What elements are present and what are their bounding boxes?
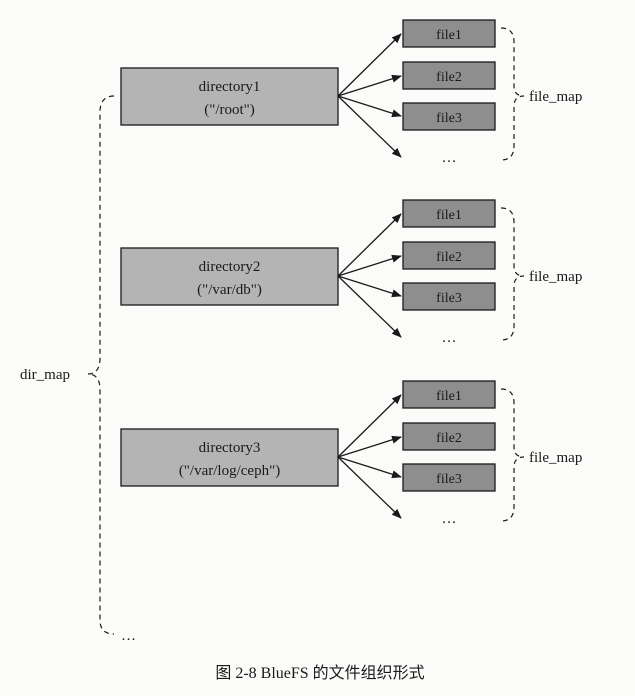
file-box-3-1 (402, 380, 496, 409)
dir-map-brace (87, 95, 115, 635)
file-map-label-3: file_map (529, 450, 582, 466)
file-ellipsis-2: … (442, 330, 457, 346)
file-ellipsis-3: … (442, 511, 457, 527)
arrow-3-2 (337, 435, 402, 458)
file-box-2-1 (402, 199, 496, 228)
file-map-brace-3 (500, 388, 525, 522)
file-label-2-1: file1 (436, 208, 462, 223)
arrow-1-3 (337, 95, 402, 118)
file-box-3-2 (402, 422, 496, 451)
directory-path-2: ("/var/db") (197, 282, 262, 298)
directory-box-1 (120, 67, 339, 126)
file-label-2-2: file2 (436, 250, 462, 265)
arrow-3-3 (337, 456, 402, 479)
directory-path-3: ("/var/log/ceph") (179, 463, 280, 479)
directory-name-2: directory2 (199, 259, 261, 275)
file-label-1-1: file1 (436, 28, 462, 43)
file-label-2-3: file3 (436, 291, 462, 306)
arrow-1-1 (337, 33, 402, 97)
figure-caption: 图 2-8 BlueFS 的文件组织形式 (215, 664, 424, 682)
file-map-label-2: file_map (529, 269, 582, 285)
directory-name-1: directory1 (199, 79, 261, 95)
arrow-3-4 (337, 456, 402, 519)
file-map-label-1: file_map (529, 89, 582, 105)
file-label-1-3: file3 (436, 111, 462, 126)
file-map-brace-1 (500, 27, 525, 161)
file-label-3-1: file1 (436, 389, 462, 404)
directory-path-1: ("/root") (204, 102, 255, 118)
arrow-2-1 (337, 213, 402, 277)
directory-group-1: directory1 ("/root") file1 file2 file3 …… (120, 19, 582, 166)
arrow-1-4 (337, 95, 402, 158)
arrow-2-4 (337, 275, 402, 338)
dir-map-label: dir_map (20, 367, 70, 383)
file-box-1-3 (402, 102, 496, 131)
file-ellipsis-1: … (442, 150, 457, 166)
arrow-2-3 (337, 275, 402, 298)
file-box-2-3 (402, 282, 496, 311)
directory-box-3 (120, 428, 339, 487)
directory-name-3: directory3 (199, 440, 261, 456)
file-label-1-2: file2 (436, 70, 462, 85)
file-box-1-1 (402, 19, 496, 48)
directory-group-3: directory3 ("/var/log/ceph") file1 file2… (120, 380, 582, 527)
arrow-2-2 (337, 254, 402, 277)
arrow-1-2 (337, 74, 402, 97)
dir-ellipsis: … (121, 628, 136, 644)
arrow-3-1 (337, 394, 402, 458)
file-label-3-3: file3 (436, 472, 462, 487)
directory-group-2: directory2 ("/var/db") file1 file2 file3… (120, 199, 582, 346)
file-map-brace-2 (500, 207, 525, 341)
file-label-3-2: file2 (436, 431, 462, 446)
file-box-2-2 (402, 241, 496, 270)
file-box-1-2 (402, 61, 496, 90)
file-box-3-3 (402, 463, 496, 492)
